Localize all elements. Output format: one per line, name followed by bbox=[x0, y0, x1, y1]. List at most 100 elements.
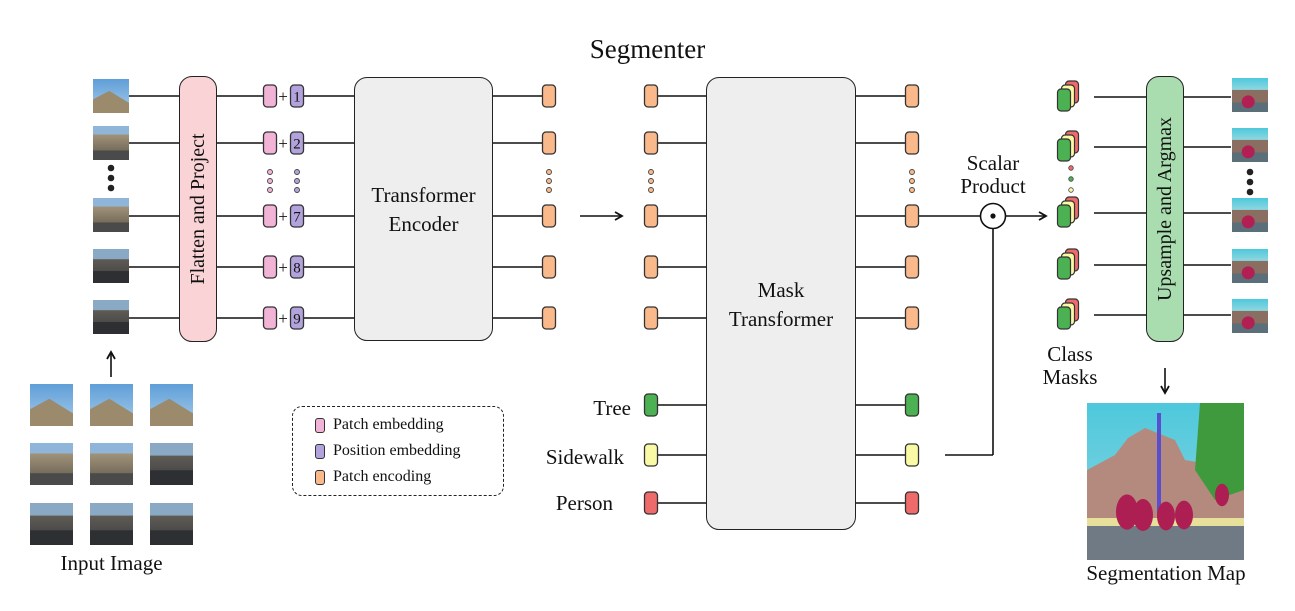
transformer-encoder-box bbox=[354, 77, 493, 341]
scalar-label-line-2: Product bbox=[960, 174, 1026, 198]
ellipsis-dots-icon bbox=[107, 164, 115, 172]
thumbnail-road bbox=[93, 322, 129, 334]
thumbnail-road bbox=[150, 470, 193, 485]
input-patch-thumbnail bbox=[93, 198, 129, 232]
ellipsis-dots-icon bbox=[107, 174, 115, 182]
patch-encoding-token bbox=[904, 131, 920, 155]
input-image-patch bbox=[30, 384, 73, 426]
thumbnail-sky bbox=[93, 300, 129, 311]
segmentation-thumbnail bbox=[1232, 78, 1268, 112]
legend-item-patch-embedding: Patch embedding bbox=[315, 415, 444, 435]
segmentation-map bbox=[1087, 403, 1244, 560]
class-label-sidewalk: Sidewalk bbox=[545, 445, 624, 469]
ellipsis-dots-icon bbox=[294, 169, 300, 175]
input-patch-thumbnail bbox=[93, 249, 129, 283]
input-patch-thumbnail bbox=[93, 126, 129, 160]
class-mask-stack bbox=[1056, 248, 1080, 280]
seg-thumbnail-sky bbox=[1232, 299, 1268, 311]
ellipsis-dots-icon bbox=[1068, 165, 1074, 171]
ellipsis-dots-icon bbox=[294, 187, 300, 193]
mask-label-line-1: Mask bbox=[757, 278, 805, 302]
ellipsis-dots-icon bbox=[1246, 188, 1254, 196]
scalar-label-line-1: Scalar bbox=[966, 151, 1020, 175]
position-embedding-token bbox=[289, 204, 305, 228]
patch-encoding-token bbox=[904, 204, 920, 228]
encoder-label-line-2: Encoder bbox=[388, 212, 459, 236]
position-number: 9 bbox=[293, 312, 301, 328]
ellipsis-dots-icon bbox=[1246, 168, 1254, 176]
patch-encoding-token bbox=[541, 204, 557, 228]
seg-map-person bbox=[1133, 499, 1153, 531]
position-number: 2 bbox=[293, 137, 301, 153]
position-embedding-swatch bbox=[315, 443, 325, 459]
seg-thumbnail-sky bbox=[1232, 249, 1268, 261]
class-mask-layer bbox=[1056, 306, 1072, 330]
thumbnail-road bbox=[90, 473, 133, 485]
input-image-patch bbox=[150, 443, 193, 485]
input-image-patch bbox=[90, 503, 133, 545]
thumbnail-sky bbox=[90, 503, 133, 516]
thumbnail-road bbox=[30, 473, 73, 485]
legend-label: Patch embedding bbox=[333, 416, 444, 433]
ellipsis-dots-icon bbox=[1246, 178, 1254, 186]
legend-item-position-embedding: Position embedding bbox=[315, 441, 461, 461]
legend: Patch embedding Position embedding Patch… bbox=[292, 406, 504, 496]
class-mask-stack bbox=[1056, 130, 1080, 162]
diagram-title: Segmenter bbox=[589, 34, 706, 64]
seg-thumbnail-sky bbox=[1232, 78, 1268, 90]
class-embedding-token bbox=[904, 491, 920, 515]
patch-encoding-token bbox=[541, 306, 557, 330]
position-embedding-token bbox=[289, 131, 305, 155]
position-embedding-token bbox=[289, 255, 305, 279]
patch-encoding-token bbox=[904, 84, 920, 108]
plus-sign: + bbox=[278, 207, 288, 226]
thumbnail-road bbox=[90, 530, 133, 545]
ellipsis-dots-icon bbox=[294, 178, 300, 184]
patch-encoding-token bbox=[643, 84, 659, 108]
seg-thumbnail-person bbox=[1241, 316, 1255, 330]
product-dot bbox=[990, 213, 996, 219]
class-mask-stack bbox=[1056, 80, 1080, 112]
flatten-project-box bbox=[179, 76, 217, 342]
patch-encoding-token bbox=[541, 255, 557, 279]
ellipsis-dots-icon bbox=[648, 169, 654, 175]
patch-encoding-token bbox=[643, 306, 659, 330]
seg-map-person bbox=[1215, 483, 1229, 507]
ellipsis-dots-icon bbox=[909, 169, 915, 175]
mask-transformer-box bbox=[706, 77, 856, 530]
legend-label: Position embedding bbox=[333, 442, 461, 459]
thumbnail-road bbox=[93, 150, 129, 160]
input-image-patch bbox=[150, 503, 193, 545]
thumbnail-sky bbox=[30, 503, 73, 516]
ellipsis-dots-icon bbox=[1068, 176, 1074, 182]
patch-embedding-token bbox=[262, 204, 278, 228]
ellipsis-dots-icon bbox=[546, 169, 552, 175]
ellipsis-dots-icon bbox=[267, 178, 273, 184]
seg-map-pole bbox=[1157, 413, 1161, 523]
position-number: 8 bbox=[293, 261, 301, 277]
patch-embedding-swatch bbox=[315, 417, 325, 433]
thumbnail-sky bbox=[150, 503, 193, 516]
plus-sign: + bbox=[278, 87, 288, 106]
seg-map-person bbox=[1175, 500, 1193, 530]
segmentation-thumbnail bbox=[1232, 128, 1268, 162]
class-mask-stack bbox=[1056, 196, 1080, 228]
thumbnail-building bbox=[30, 398, 73, 426]
position-embedding-token bbox=[289, 306, 305, 330]
position-number: 1 bbox=[293, 90, 301, 106]
ellipsis-dots-icon bbox=[909, 187, 915, 193]
thumbnail-sky bbox=[93, 126, 129, 135]
ellipsis-dots-icon bbox=[648, 187, 654, 193]
patch-embedding-token bbox=[262, 84, 278, 108]
class-embedding-token bbox=[643, 491, 659, 515]
seg-map-road bbox=[1087, 525, 1244, 560]
segmentation-thumbnail bbox=[1232, 249, 1268, 283]
ellipsis-dots-icon bbox=[909, 178, 915, 184]
segmentation-map-caption: Segmentation Map bbox=[1086, 561, 1246, 585]
thumbnail-building bbox=[150, 398, 193, 426]
input-image-patch bbox=[90, 443, 133, 485]
thumbnail-road bbox=[93, 222, 129, 232]
ellipsis-dots-icon bbox=[107, 184, 115, 192]
seg-map-person bbox=[1157, 501, 1175, 531]
class-label-person: Person bbox=[555, 491, 613, 515]
